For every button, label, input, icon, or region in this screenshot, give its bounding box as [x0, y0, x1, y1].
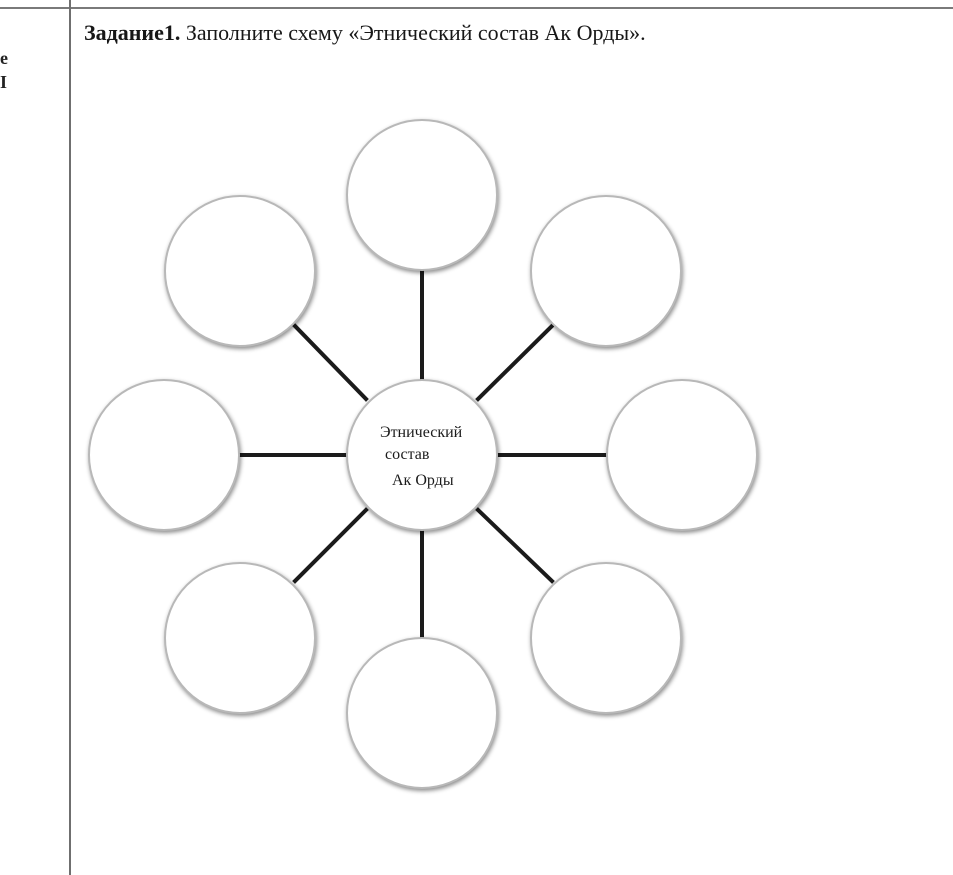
- connector-bottom-right: [475, 507, 555, 584]
- diagram-connectors: [239, 270, 608, 639]
- connector-bottom-left: [292, 507, 369, 584]
- outer-circles: [88, 119, 758, 789]
- task-instruction: Задание1. Заполните схему «Этнический со…: [84, 18, 944, 52]
- center-label-line-1: Этнический: [380, 424, 463, 441]
- center-label-line-2: состав: [385, 446, 430, 463]
- blank-circle-top-left[interactable]: [164, 195, 316, 347]
- blank-circle-top-right[interactable]: [530, 195, 682, 347]
- task-text: Заполните схему «Этнический состав Ак Ор…: [180, 20, 646, 45]
- center-label-line-3: Ак Орды: [392, 472, 454, 489]
- connector-top-right: [475, 323, 555, 402]
- blank-circle-bottom-right[interactable]: [530, 562, 682, 714]
- left-column-text-fragment-2: I: [0, 72, 8, 92]
- blank-circle-right[interactable]: [606, 379, 758, 531]
- blank-circle-left[interactable]: [88, 379, 240, 531]
- left-column-text-fragment-1: е: [0, 48, 8, 68]
- left-column-fragment: е I: [0, 46, 18, 96]
- blank-circle-bottom[interactable]: [346, 637, 498, 789]
- table-top-border: [0, 7, 953, 9]
- blank-circle-bottom-left[interactable]: [164, 562, 316, 714]
- blank-circle-top[interactable]: [346, 119, 498, 271]
- connector-top-left: [292, 323, 369, 402]
- task-label: Задание1.: [84, 20, 181, 45]
- table-left-column-border: [69, 0, 71, 875]
- center-circle: [346, 379, 498, 531]
- center-node-group: Этнический состав Ак Орды: [346, 379, 498, 531]
